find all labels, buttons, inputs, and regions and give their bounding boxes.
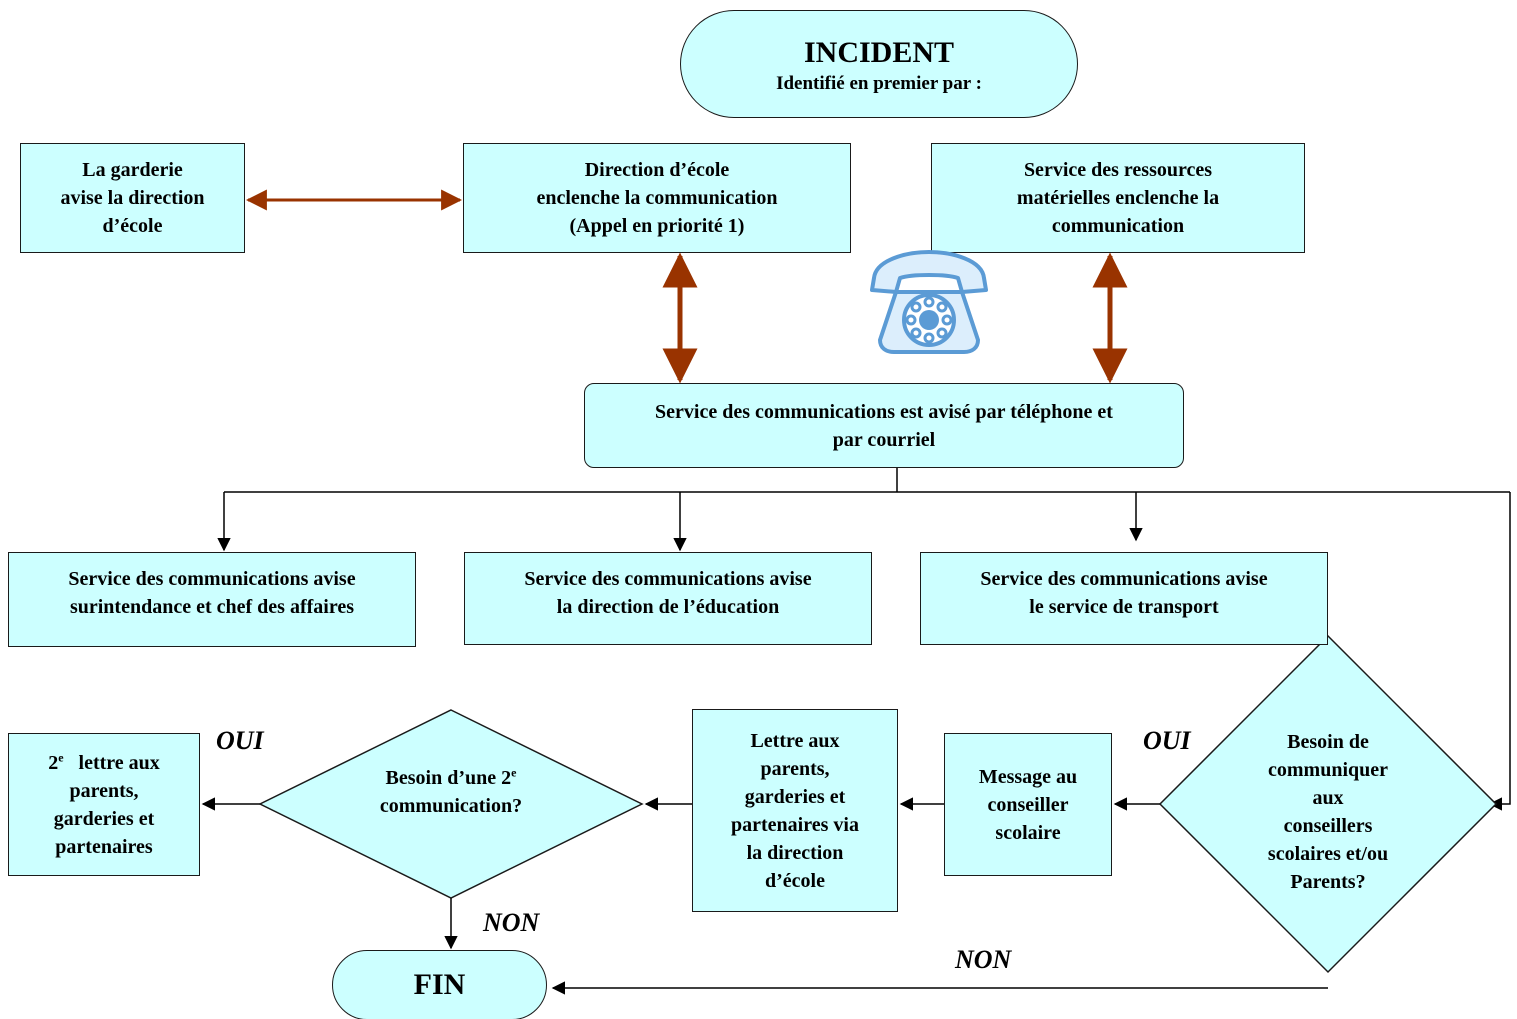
end-fin: FIN [332, 950, 547, 1019]
decision-second-sup: e [511, 765, 517, 780]
decision-parents-line-1: Besoin de [1287, 731, 1369, 753]
decision-second-line-1: Besoin d’une 2e [386, 764, 517, 792]
lettre-line-1: Lettre aux [750, 729, 840, 752]
label-non-left: NON [955, 945, 1012, 974]
lettre-line-4: partenaires via [731, 813, 859, 836]
communications-line-1: Service des communications est avisé par… [655, 400, 1113, 423]
direction-line-1: Direction d’école [584, 159, 730, 181]
arrow-to-decision-parents [1488, 492, 1511, 811]
message-line-2: conseiller [987, 793, 1069, 816]
surintendance-line-1: Service des communications avise [68, 568, 356, 590]
decision-parents: Besoin de communiquer aux conseillers sc… [1228, 728, 1428, 888]
decision-second: Besoin d’une 2e communication? [330, 760, 572, 824]
communications-line-2: par courriel [832, 428, 936, 451]
box-ressources-materielles: Service des ressources matérielles encle… [931, 143, 1305, 253]
box-avise-surintendance: Service des communications avise surinte… [8, 552, 416, 647]
second-letter-rest: lettre aux [63, 751, 160, 774]
garderie-line-2: avise la direction [60, 187, 205, 209]
second-letter-num: 2 [48, 751, 59, 774]
garderie-line-1: La garderie [82, 159, 183, 181]
decision-second-text: Besoin d’une 2 [385, 767, 512, 789]
box-avise-education: Service des communications avise la dire… [464, 552, 872, 645]
decision-second-line-2: communication? [379, 795, 523, 817]
label-oui-right: OUI [1143, 726, 1191, 755]
start-title: INCIDENT [803, 36, 955, 69]
second-letter-line-3: garderies et [53, 807, 155, 830]
lettre-line-5: la direction [746, 841, 844, 864]
message-line-3: scolaire [995, 821, 1061, 844]
education-line-2: la direction de l’éducation [556, 596, 780, 618]
box-lettre-parents: Lettre aux parents, garderies et partena… [692, 709, 898, 912]
box-service-communications: Service des communications est avisé par… [584, 383, 1184, 468]
surintendance-line-2: surintendance et chef des affaires [69, 596, 355, 618]
end-label: FIN [413, 968, 466, 1001]
box-avise-transport: Service des communications avise le serv… [920, 552, 1328, 645]
second-letter-line-1: 2e lettre aux [48, 749, 160, 777]
second-letter-line-2: parents, [69, 779, 139, 802]
decision-parents-shape [1158, 634, 1498, 974]
ressources-line-3: communication [1051, 215, 1185, 237]
message-line-1: Message au [978, 765, 1078, 788]
telephone-icon [870, 250, 988, 354]
education-line-1: Service des communications avise [524, 568, 812, 590]
lettre-line-2: parents, [760, 757, 830, 780]
box-message-conseiller: Message au conseiller scolaire [944, 733, 1112, 876]
garderie-line-3: d’école [102, 215, 163, 237]
second-letter-sup: e [58, 749, 64, 764]
decision-parents-line-4: conseillers [1283, 815, 1373, 837]
ressources-line-1: Service des ressources [1023, 159, 1213, 181]
second-letter-line-4: partenaires [55, 835, 153, 858]
transport-line-2: le service de transport [1029, 596, 1219, 618]
label-non-bottom: NON [483, 908, 540, 937]
direction-line-3: (Appel en priorité 1) [569, 215, 745, 237]
box-direction-ecole: Direction d’école enclenche la communica… [463, 143, 851, 253]
lettre-line-3: garderies et [744, 785, 846, 808]
box-garderie: La garderie avise la direction d’école [20, 143, 245, 253]
direction-line-2: enclenche la communication [536, 187, 778, 209]
label-oui-left: OUI [216, 726, 264, 755]
lettre-line-6: d’école [765, 869, 825, 892]
decision-parents-line-6: Parents? [1290, 871, 1366, 888]
start-subtitle: Identifié en premier par : [776, 73, 982, 94]
decision-parents-line-3: aux [1312, 787, 1344, 809]
decision-parents-line-2: communiquer [1268, 759, 1388, 781]
box-second-letter: 2e lettre aux parents, garderies et part… [8, 733, 200, 876]
decision-parents-line-5: scolaires et/ou [1267, 843, 1389, 865]
transport-line-1: Service des communications avise [980, 568, 1268, 590]
start-incident: INCIDENT Identifié en premier par : [680, 10, 1078, 118]
ressources-line-2: matérielles enclenche la [1016, 187, 1220, 209]
